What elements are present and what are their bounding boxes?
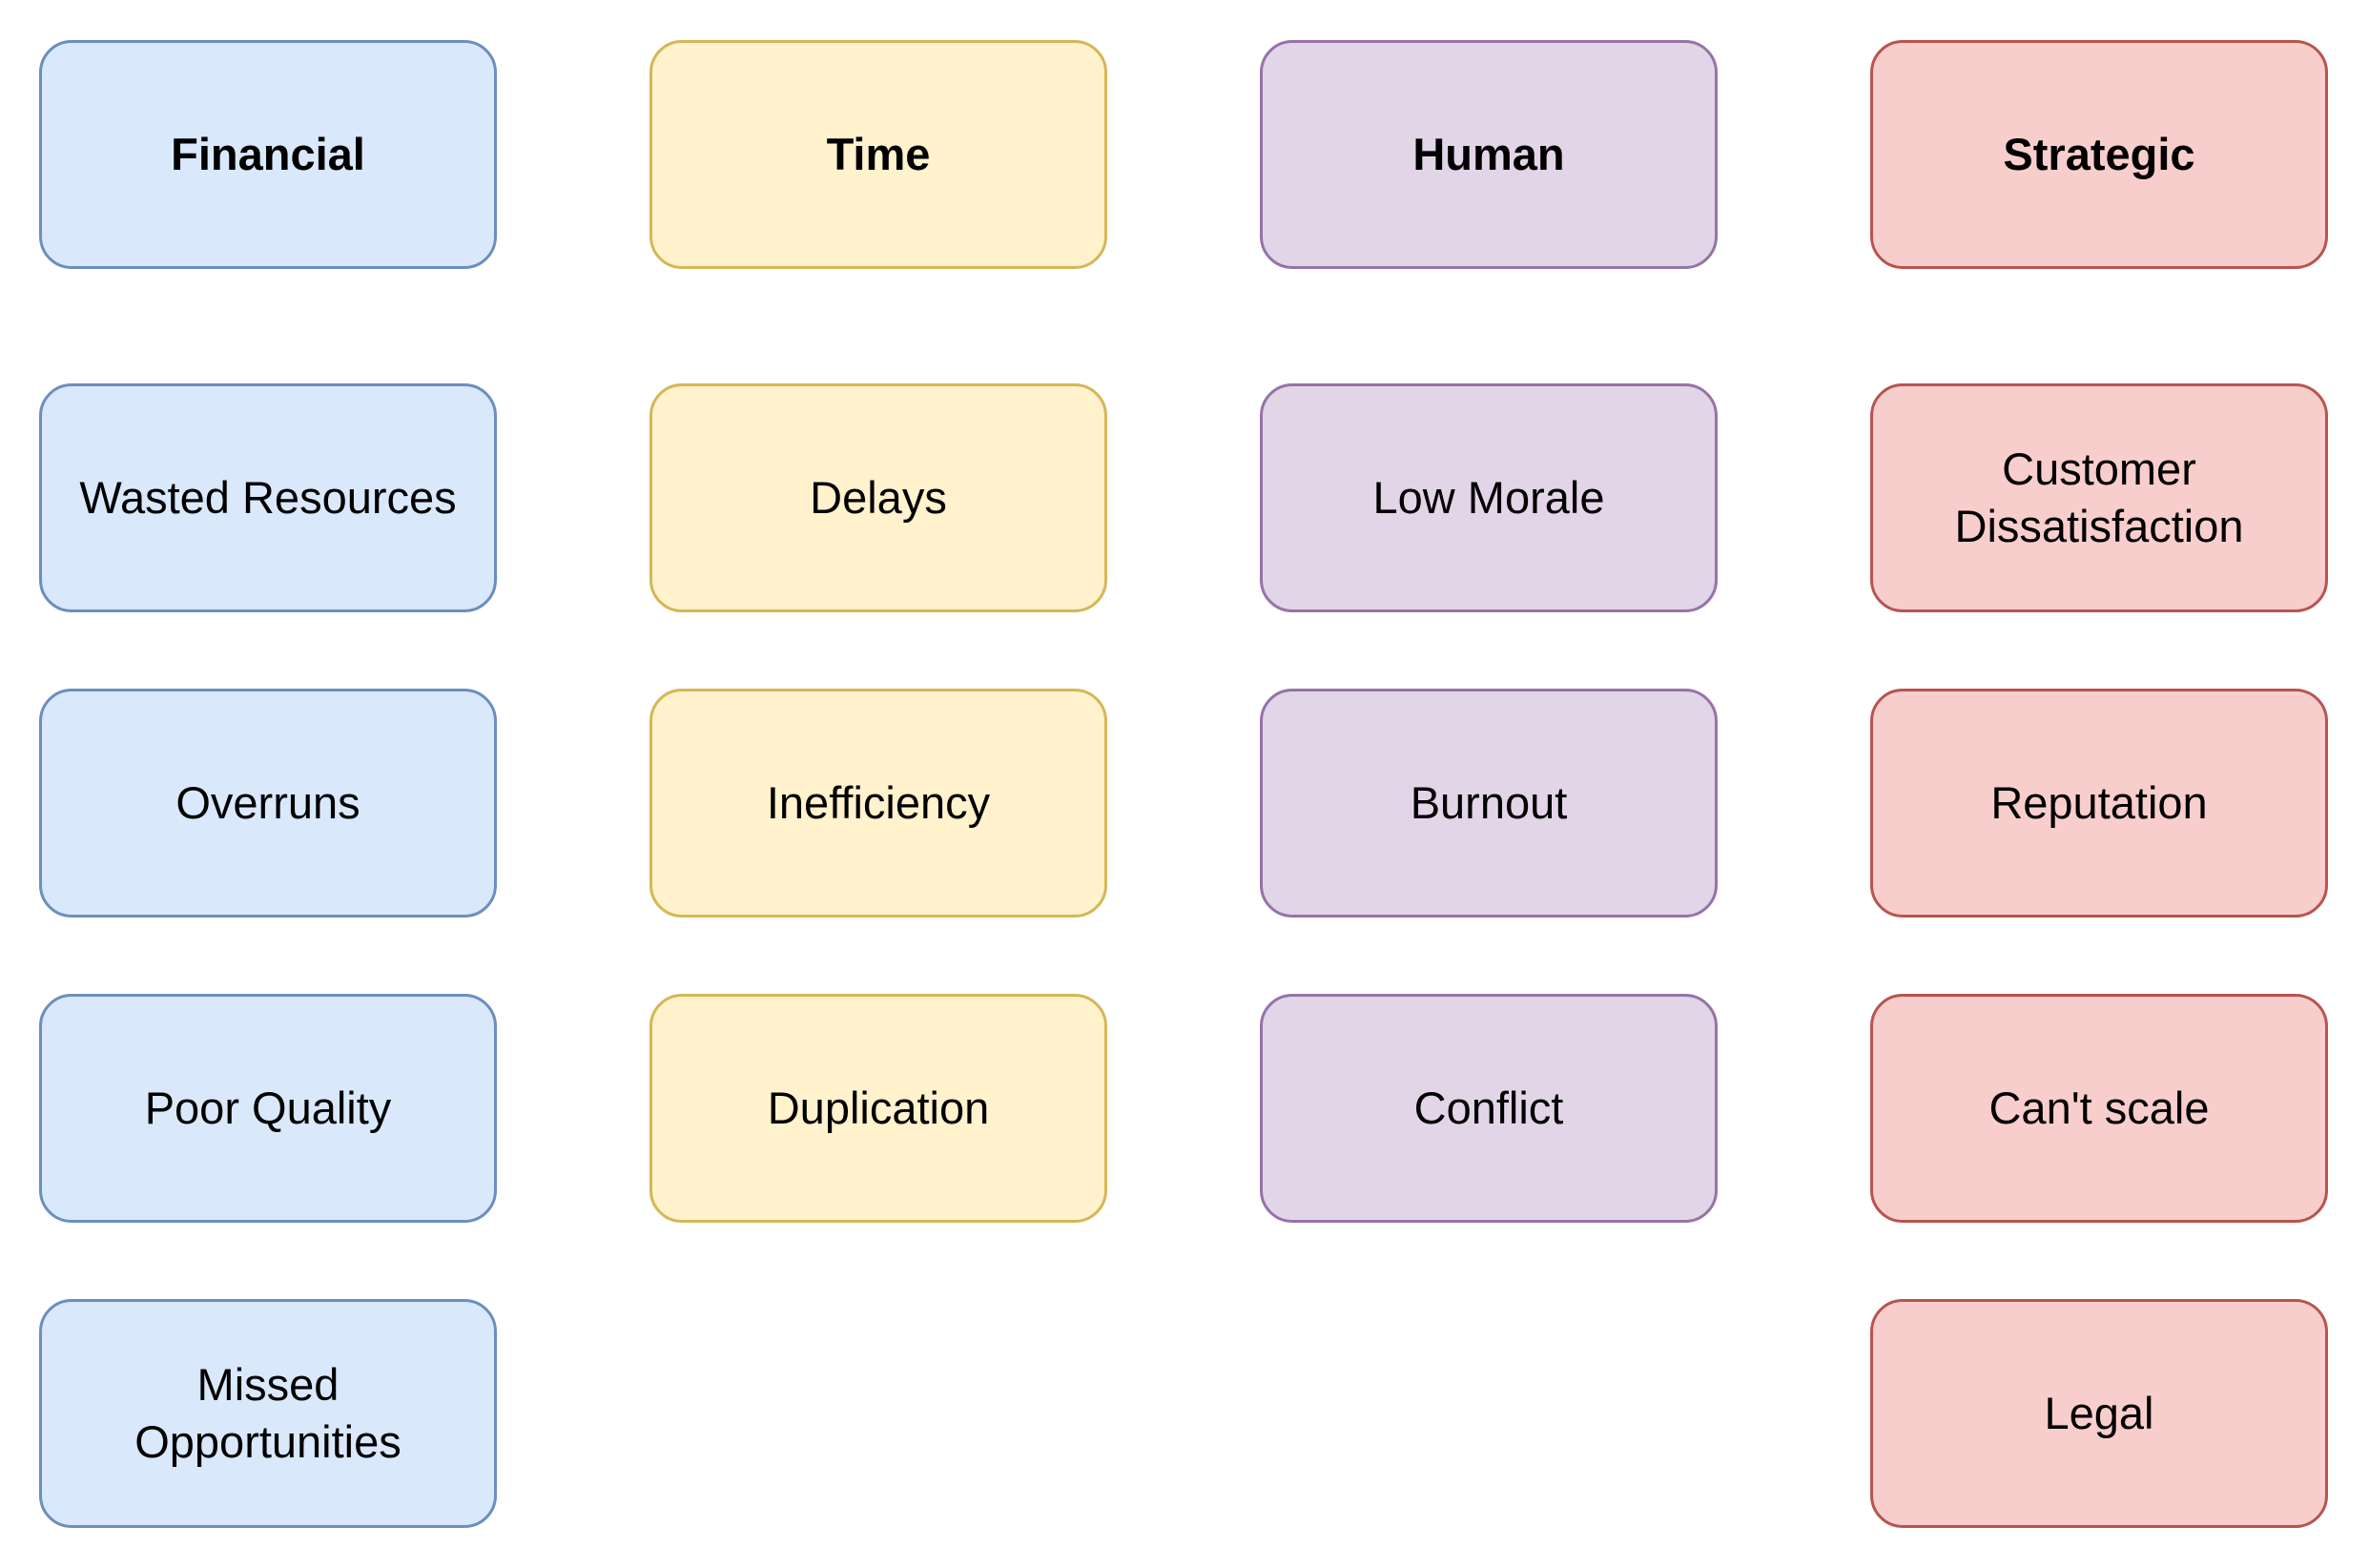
financial-header-label: Financial <box>171 129 365 179</box>
financial-item-box: Overruns <box>39 689 497 918</box>
human-item-box: Burnout <box>1260 689 1718 918</box>
strategic-item-label: Reputation <box>1990 777 2208 828</box>
financial-item-label: Missed Opportunities <box>134 1359 402 1467</box>
financial-header-box: Financial <box>39 40 497 269</box>
strategic-item-label: Can't scale <box>1988 1083 2210 1133</box>
time-item-label: Inefficiency <box>766 777 991 828</box>
time-item-label: Delays <box>810 472 947 523</box>
human-item-label: Burnout <box>1410 777 1568 828</box>
financial-item-box: Missed Opportunities <box>39 1299 497 1528</box>
time-item-box: Inefficiency <box>649 689 1107 918</box>
human-item-box: Low Morale <box>1260 383 1718 612</box>
strategic-item-box: Can't scale <box>1870 994 2328 1223</box>
strategic-item-label: Customer Dissatisfaction <box>1954 444 2244 551</box>
human-header-box: Human <box>1260 40 1718 269</box>
human-header-label: Human <box>1412 129 1565 179</box>
strategic-header-box: Strategic <box>1870 40 2328 269</box>
financial-item-label: Wasted Resources <box>79 472 457 523</box>
human-item-label: Conflict <box>1413 1083 1564 1133</box>
time-item-label: Duplication <box>767 1083 990 1133</box>
financial-item-box: Poor Quality <box>39 994 497 1223</box>
time-item-box: Delays <box>649 383 1107 612</box>
strategic-item-box: Legal <box>1870 1299 2328 1528</box>
financial-item-label: Poor Quality <box>144 1083 392 1133</box>
human-item-box: Conflict <box>1260 994 1718 1223</box>
strategic-header-label: Strategic <box>2003 129 2195 179</box>
financial-item-box: Wasted Resources <box>39 383 497 612</box>
strategic-item-label: Legal <box>2044 1388 2154 1438</box>
strategic-item-box: Customer Dissatisfaction <box>1870 383 2328 612</box>
time-header-label: Time <box>826 129 931 179</box>
time-item-box: Duplication <box>649 994 1107 1223</box>
human-item-label: Low Morale <box>1372 472 1605 523</box>
time-header-box: Time <box>649 40 1107 269</box>
strategic-item-box: Reputation <box>1870 689 2328 918</box>
financial-item-label: Overruns <box>175 777 360 828</box>
